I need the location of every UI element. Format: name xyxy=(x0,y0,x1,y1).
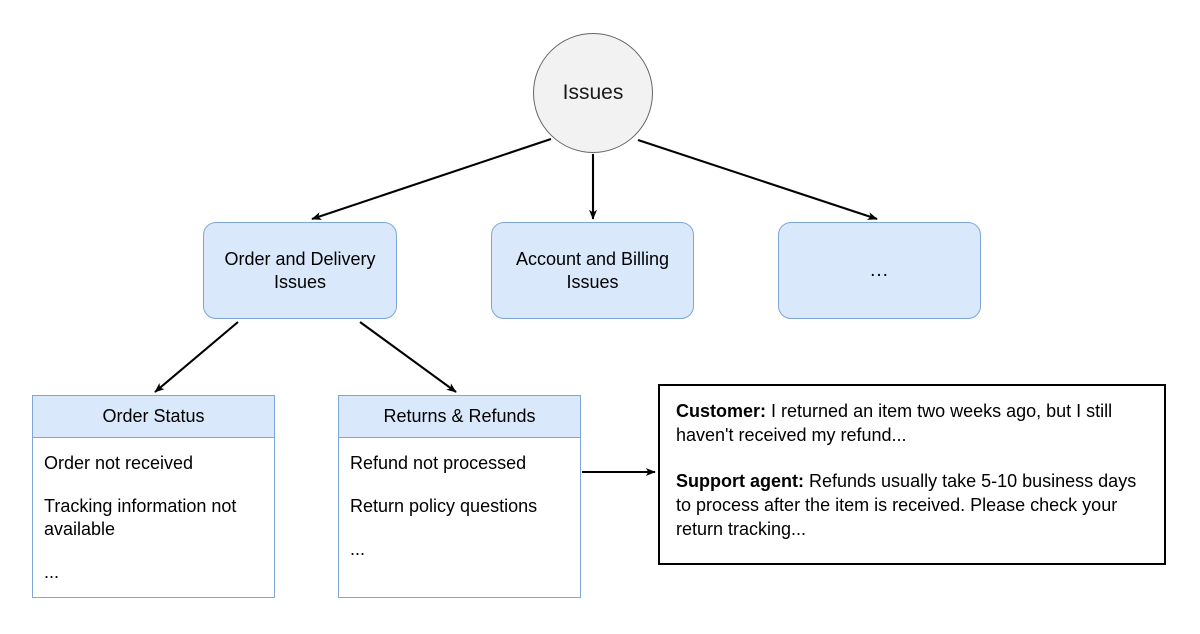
node-more-categories[interactable]: ... xyxy=(778,222,981,319)
node-more-categories-label: ... xyxy=(870,260,889,281)
table-returns-and-refunds-header: Returns & Refunds xyxy=(339,396,580,438)
table-returns-and-refunds-body: Refund not processed Return policy quest… xyxy=(339,438,580,571)
list-item: Order not received xyxy=(44,453,194,473)
conversation-text-support-agent: Refunds usually take 5-10 business days … xyxy=(676,471,1137,539)
node-account-and-billing-issues[interactable]: Account and Billing Issues xyxy=(491,222,694,319)
conversation-turn-support-agent: Support agent: Refunds usually take 5-10… xyxy=(676,469,1148,541)
table-returns-and-refunds-title: Returns & Refunds xyxy=(383,406,536,426)
edge-order-to-returns xyxy=(359,321,457,393)
table-order-status[interactable]: Order Status Order not received Tracking… xyxy=(32,395,275,598)
conversation-text-customer: I returned an item two weeks ago, but I … xyxy=(676,401,1113,445)
list-item: ... xyxy=(350,539,366,559)
table-order-status-title: Order Status xyxy=(102,406,205,426)
list-item: Return policy questions xyxy=(350,496,538,516)
conversation-speaker-support-agent: Support agent: xyxy=(676,471,804,491)
table-returns-and-refunds[interactable]: Returns & Refunds Refund not processed R… xyxy=(338,395,581,598)
node-issues-root-label: Issues xyxy=(562,81,624,104)
table-order-status-header: Order Status xyxy=(33,396,274,438)
list-item: Tracking information not available xyxy=(44,496,237,539)
edge-root-to-order xyxy=(311,138,552,220)
node-account-and-billing-issues-label: Account and Billing Issues xyxy=(515,248,670,292)
conversation-example-box[interactable]: Customer: I returned an item two weeks a… xyxy=(658,384,1166,565)
edge-order-to-order-status xyxy=(154,321,239,393)
list-item: ... xyxy=(44,562,60,582)
conversation-speaker-customer: Customer: xyxy=(676,401,767,421)
list-item: Refund not processed xyxy=(350,453,527,473)
conversation-turn-customer: Customer: I returned an item two weeks a… xyxy=(676,399,1148,447)
node-order-and-delivery-issues[interactable]: Order and Delivery Issues xyxy=(203,222,397,319)
node-issues-root[interactable]: Issues xyxy=(533,33,653,153)
node-order-and-delivery-issues-label: Order and Delivery Issues xyxy=(224,248,376,292)
table-order-status-body: Order not received Tracking information … xyxy=(33,438,274,594)
edge-root-to-more xyxy=(637,139,878,220)
